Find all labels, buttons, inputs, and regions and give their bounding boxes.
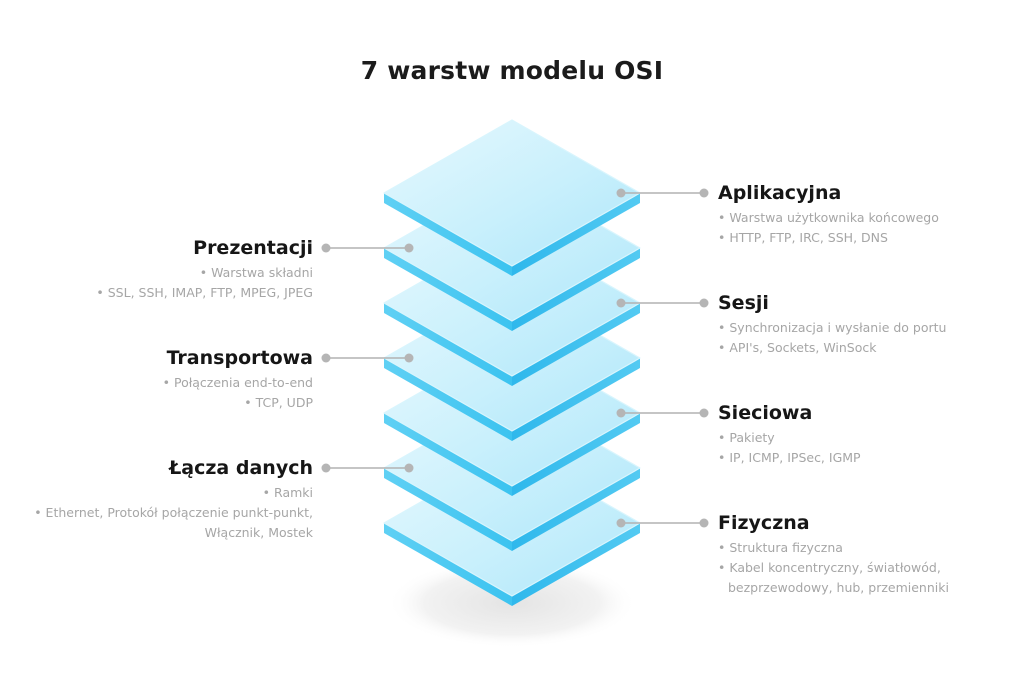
layer-bullet: Struktura fizyczna [718,538,973,558]
layer-label-3: SesjiSynchronizacja i wysłanie do portuA… [718,291,973,358]
layer-name: Fizyczna [718,512,810,534]
layer-name: Transportowa [166,347,313,369]
layer-bullet: TCP, UDP [3,393,313,413]
connector-dot-label-1 [699,188,709,198]
layer-bullet: HTTP, FTP, IRC, SSH, DNS [718,228,973,248]
layer-name: Prezentacji [193,237,313,259]
connector-dot-label-5 [699,408,709,418]
layer-label-4: TransportowaPołączenia end-to-endTCP, UD… [3,346,313,413]
connector-dot-plate-5 [616,408,626,418]
layer-name: Aplikacyjna [718,182,842,204]
connector-dot-plate-7 [616,518,626,528]
layer-bullet: IP, ICMP, IPSec, IGMP [718,448,973,468]
layer-bullet: Warstwa użytkownika końcowego [718,208,973,228]
connector-dot-plate-2 [404,243,414,253]
layer-name: Łącza danych [169,457,313,479]
layer-label-6: Łącza danychRamkiEthernet, Protokół połą… [3,456,313,543]
layer-bullet: Pakiety [718,428,973,448]
layer-bullet: Połączenia end-to-end [3,373,313,393]
connector-dot-plate-4 [404,353,414,363]
layer-bullet: Warstwa składni [3,263,313,283]
layer-bullets: Synchronizacja i wysłanie do portuAPI's,… [718,318,973,358]
layer-plate-1 [383,119,641,276]
connector-dot-label-4 [321,353,331,363]
layer-bullet: Synchronizacja i wysłanie do portu [718,318,973,338]
layer-label-5: SieciowaPakietyIP, ICMP, IPSec, IGMP [718,401,973,468]
layer-bullets: Warstwa użytkownika końcowegoHTTP, FTP, … [718,208,973,248]
layer-bullets: Warstwa składniSSL, SSH, IMAP, FTP, MPEG… [3,263,313,303]
layer-bullets: RamkiEthernet, Protokół połączenie punkt… [3,483,313,543]
connector-dot-label-7 [699,518,709,528]
layer-bullet: SSL, SSH, IMAP, FTP, MPEG, JPEG [3,283,313,303]
layer-bullet: API's, Sockets, WinSock [718,338,973,358]
layer-label-7: FizycznaStruktura fizycznaKabel koncentr… [718,511,973,598]
layer-label-2: PrezentacjiWarstwa składniSSL, SSH, IMAP… [3,236,313,303]
connector-dot-label-6 [321,463,331,473]
connector-dot-plate-1 [616,188,626,198]
connector-dot-plate-6 [404,463,414,473]
layer-bullets: Połączenia end-to-endTCP, UDP [3,373,313,413]
layer-bullets: PakietyIP, ICMP, IPSec, IGMP [718,428,973,468]
layer-name: Sesji [718,292,769,314]
layer-label-1: AplikacyjnaWarstwa użytkownika końcowego… [718,181,973,248]
layer-plates [383,119,641,606]
layer-bullet: Ramki [3,483,313,503]
connector-dot-label-3 [699,298,709,308]
connector-dot-label-2 [321,243,331,253]
connectors [321,188,709,528]
layer-name: Sieciowa [718,402,813,424]
layer-bullets: Struktura fizycznaKabel koncentryczny, ś… [718,538,973,598]
layer-bullet: Kabel koncentryczny, światłowód, bezprze… [718,558,973,598]
page-title: 7 warstw modelu OSI [360,56,664,85]
layer-bullet: Ethernet, Protokół połączenie punkt-punk… [3,503,313,543]
connector-dot-plate-3 [616,298,626,308]
